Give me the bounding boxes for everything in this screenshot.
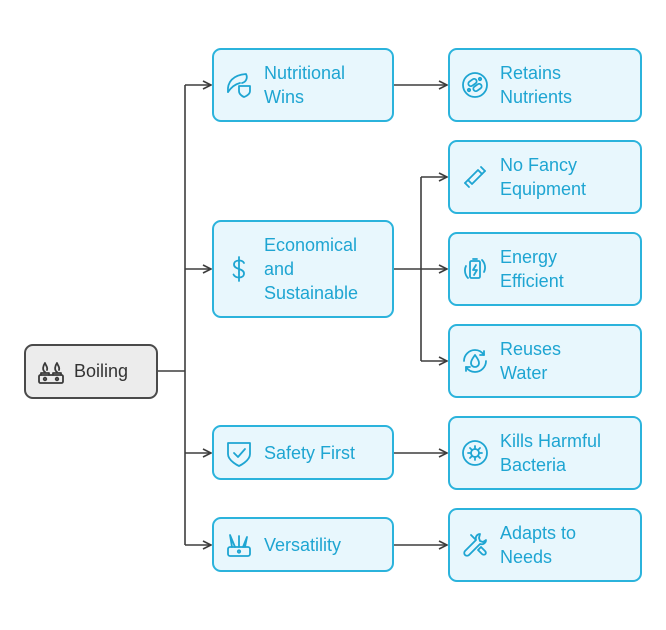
bacteria-icon <box>462 440 488 466</box>
multitool-icon <box>227 533 251 557</box>
leaf-label: Kills Harmful Bacteria <box>500 431 602 475</box>
leaf-label: Adapts to Needs <box>500 523 577 567</box>
dollar-icon <box>232 256 245 282</box>
root-node: Boiling <box>24 344 158 399</box>
battery-cycle-icon <box>464 258 486 279</box>
branch-label: Versatility <box>264 534 342 555</box>
leaf-kills-harmful-bacteria: Kills Harmful Bacteria <box>448 416 642 490</box>
root-label: Boiling <box>74 361 129 381</box>
leaf-reuses-water: Reuses Water <box>448 324 642 398</box>
branch-label: Economical and Sustainable <box>264 235 359 303</box>
branch-safety-first: Safety First <box>212 425 394 480</box>
water-recycle-icon <box>463 349 487 373</box>
leaf-label: Energy Efficient <box>500 247 564 291</box>
leaf-no-fancy-equipment: No Fancy Equipment <box>448 140 642 214</box>
branch-versatility: Versatility <box>212 517 394 572</box>
leaf-energy-efficient: Energy Efficient <box>448 232 642 306</box>
branch-nutritional-wins: Nutritional Wins <box>212 48 394 122</box>
branch-economical-and-sustainable: Economical and Sustainable <box>212 220 394 318</box>
leaf-label: Reuses Water <box>500 339 562 383</box>
vitamins-icon <box>462 72 488 98</box>
leaf-adapts-to-needs: Adapts to Needs <box>448 508 642 582</box>
leaf-retains-nutrients: Retains Nutrients <box>448 48 642 122</box>
branch-label: Nutritional Wins <box>264 63 346 107</box>
leaf-label: Retains Nutrients <box>500 63 573 107</box>
stove-flame-icon <box>38 361 64 384</box>
leaf-shield-icon <box>227 73 251 98</box>
rolling-pin-icon <box>464 166 486 188</box>
wrench-screwdriver-icon <box>463 533 487 557</box>
shield-check-icon <box>227 441 251 467</box>
leaf-label: No Fancy Equipment <box>500 155 587 199</box>
branch-label: Safety First <box>264 442 356 463</box>
